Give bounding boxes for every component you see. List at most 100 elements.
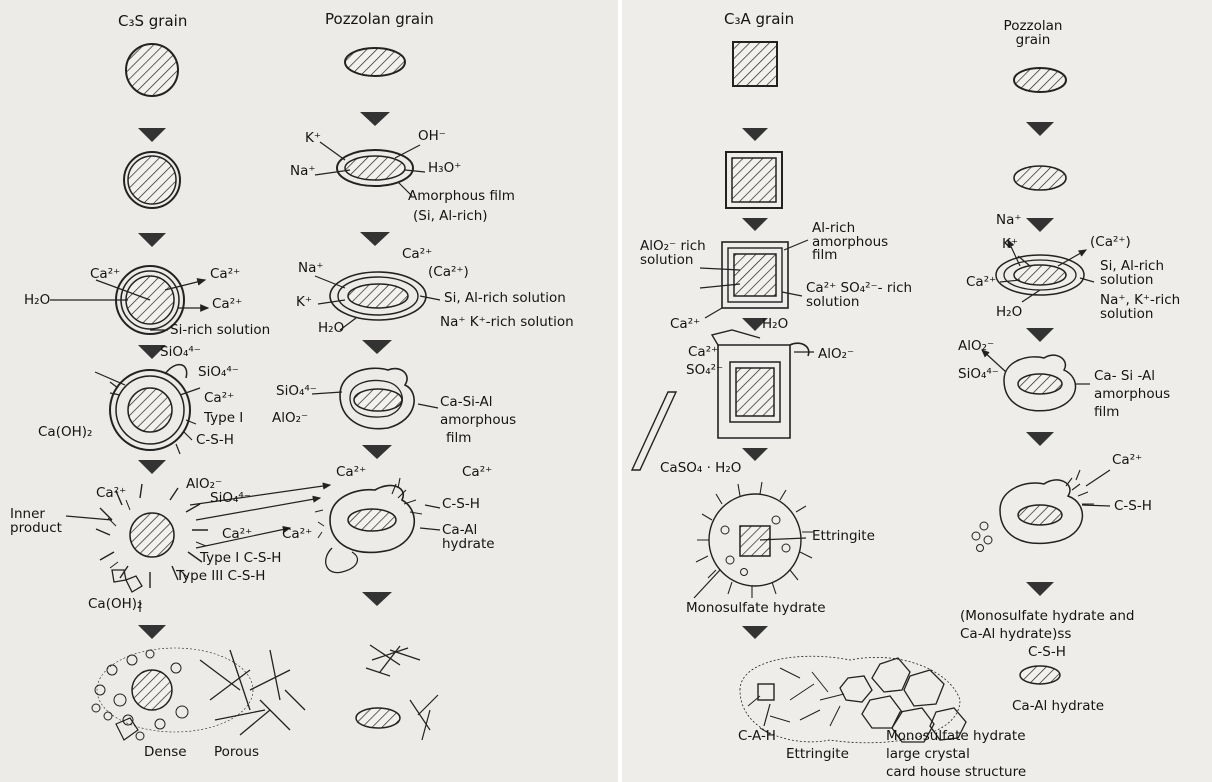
ca-paren-label: (Ca²⁺) xyxy=(1090,236,1131,250)
c3a-solution-stage xyxy=(700,240,808,318)
water-label: H₂O xyxy=(996,306,1022,320)
ca-ion-label: Ca²⁺ xyxy=(204,392,234,406)
pozzolan-grain-right-shape xyxy=(1014,68,1066,92)
silicate-ion-label: SiO₄⁴⁻ xyxy=(198,366,239,380)
si-al-rich-solution-label: Si, Al-rich solution xyxy=(444,292,566,306)
flow-arrow xyxy=(1026,328,1054,342)
pozzolan-right-film-stage xyxy=(1014,166,1066,190)
ca-ion-label: Ca²⁺ xyxy=(212,298,242,312)
ca-ion-label: Ca²⁺ xyxy=(1112,454,1142,468)
csh-label: C-S-H xyxy=(442,498,480,512)
flow-arrow xyxy=(742,128,768,141)
oh-ion-label: OH⁻ xyxy=(418,130,446,144)
ca-ion-label: Ca²⁺ xyxy=(210,268,240,282)
flow-arrow xyxy=(362,592,392,606)
film-label: film xyxy=(446,432,471,446)
flow-arrow xyxy=(742,626,768,639)
flow-arrow xyxy=(362,340,392,354)
porous-label: Porous xyxy=(214,746,259,760)
na-k-rich-solution-label: Na⁺ K⁺-rich solution xyxy=(440,316,574,330)
pozzolan-grain-label: Pozzolan grain xyxy=(990,20,1076,47)
aluminate-ion-label: AlO₂⁻ xyxy=(818,348,854,362)
c3a-grain-shape xyxy=(733,42,777,86)
flow-arrow xyxy=(138,128,166,142)
c3a-ettringite-stage xyxy=(694,482,814,598)
ca-si-al-label: Ca-Si-Al xyxy=(440,396,492,410)
c3s-csh-stage xyxy=(95,365,200,454)
k-ion-label: K⁺ xyxy=(296,296,312,310)
ca-al-hydrate-label: Ca-Al hydrate xyxy=(1012,700,1104,714)
monosulfate-and-caal-label: (Monosulfate hydrate and xyxy=(960,610,1134,624)
csh-label: C-S-H xyxy=(196,434,234,448)
ca-ion-label: Ca²⁺ xyxy=(966,276,996,290)
flow-arrow xyxy=(138,233,166,247)
amorphous-label: amorphous xyxy=(1094,388,1170,402)
flow-arrow xyxy=(1026,582,1054,596)
flow-arrow xyxy=(360,112,390,126)
pozzolan-final-stage xyxy=(356,645,438,740)
na-ion-label: Na⁺ xyxy=(290,165,316,179)
sulfate-ion-label: SO₄²⁻ xyxy=(686,364,723,378)
film-label: film xyxy=(1094,406,1119,420)
amorphous-film-label: Amorphous film xyxy=(408,190,515,204)
pozzolan-ca-si-al-stage xyxy=(312,368,438,428)
c3a-ettringite-forming-stage xyxy=(632,330,814,470)
c3a-film-stage xyxy=(726,152,782,208)
pozzolan-grain-shape xyxy=(345,48,405,76)
c3s-grain-label: C₃S grain xyxy=(118,14,187,29)
ettringite-label: Ettringite xyxy=(812,530,875,544)
si-al-rich-solution-label: Si, Al-rich solution xyxy=(1100,260,1204,287)
k-ion-label: K⁺ xyxy=(1002,238,1018,252)
ca-sulfate-solution-label: Ca²⁺ SO₄²⁻- rich solution xyxy=(806,282,916,309)
flow-arrow xyxy=(742,448,768,461)
ca-si-al-label: Ca- Si -Al xyxy=(1094,370,1155,384)
na-ion-label: Na⁺ xyxy=(996,214,1022,228)
ca-ion-label: Ca²⁺ xyxy=(462,466,492,480)
flow-arrow xyxy=(360,232,390,246)
silicate-ion-label: SiO₄⁴⁻ xyxy=(160,346,201,360)
calcium-hydroxide-label: Ca(OH)₂ xyxy=(88,598,142,612)
al-rich-film-label: Al-rich amorphous film xyxy=(812,222,908,263)
ca-paren-label: (Ca²⁺) xyxy=(428,266,469,280)
flow-arrow xyxy=(742,218,768,231)
pozzolan-grain-label: Pozzolan grain xyxy=(325,12,434,27)
flow-arrow xyxy=(138,625,166,639)
type1-csh-label: Type I C-S-H xyxy=(200,552,281,566)
flow-arrow xyxy=(362,445,392,459)
calcium-hydroxide-label: Ca(OH)₂ xyxy=(38,426,92,440)
ettringite-label: Ettringite xyxy=(786,748,849,762)
ca-al-hydrate-label: Ca-Al hydrate xyxy=(442,524,512,551)
silicate-ion-label: SiO₄⁴⁻ xyxy=(958,368,999,382)
type3-csh-label: Type III C-S-H xyxy=(176,570,265,584)
ca-ion-label: Ca²⁺ xyxy=(670,318,700,332)
gypsum-label: CaSO₄ · H₂O xyxy=(660,462,741,476)
monosulfate-crystal-label: Monosulfate hydrate xyxy=(886,730,1026,744)
flow-arrow xyxy=(1026,122,1054,136)
ca-ion-label: Ca²⁺ xyxy=(336,466,366,480)
flow-arrow xyxy=(1026,218,1054,232)
water-label: H₂O xyxy=(24,294,50,308)
silicate-ion-label: SiO₄⁴⁻ xyxy=(276,385,317,399)
inner-product-label: Inner product xyxy=(10,508,68,535)
aluminate-ion-label: AlO₂⁻ xyxy=(272,412,308,426)
pozzolan-hydrate-stage xyxy=(315,478,440,573)
csh-label: C-S-H xyxy=(1114,500,1152,514)
si-rich-solution-label: Si-rich solution xyxy=(170,324,270,338)
ca-ion-label: Ca²⁺ xyxy=(222,528,252,542)
k-ion-label: K⁺ xyxy=(305,132,321,146)
na-ion-label: Na⁺ xyxy=(298,262,324,276)
c3s-film-stage xyxy=(124,152,180,208)
c3a-grain-label: C₃A grain xyxy=(724,12,794,27)
silicate-ion-label: SiO₄⁴⁻ xyxy=(210,492,251,506)
c3s-inner-product-stage xyxy=(66,484,330,612)
dense-label: Dense xyxy=(144,746,187,760)
card-house-label: card house structure xyxy=(886,766,1026,780)
aluminate-ion-label: AlO₂⁻ xyxy=(958,340,994,354)
aluminate-rich-solution-label: AlO₂⁻ rich solution xyxy=(640,240,710,267)
ca-ion-label: Ca²⁺ xyxy=(96,487,126,501)
flow-arrow xyxy=(138,460,166,474)
water-label: H₂O xyxy=(318,322,344,336)
pozzolan-right-final-stage xyxy=(1020,666,1060,684)
ca-ion-label: Ca²⁺ xyxy=(282,528,312,542)
ca-al-hydrate-ss-label: Ca-Al hydrate)ss xyxy=(960,628,1071,642)
